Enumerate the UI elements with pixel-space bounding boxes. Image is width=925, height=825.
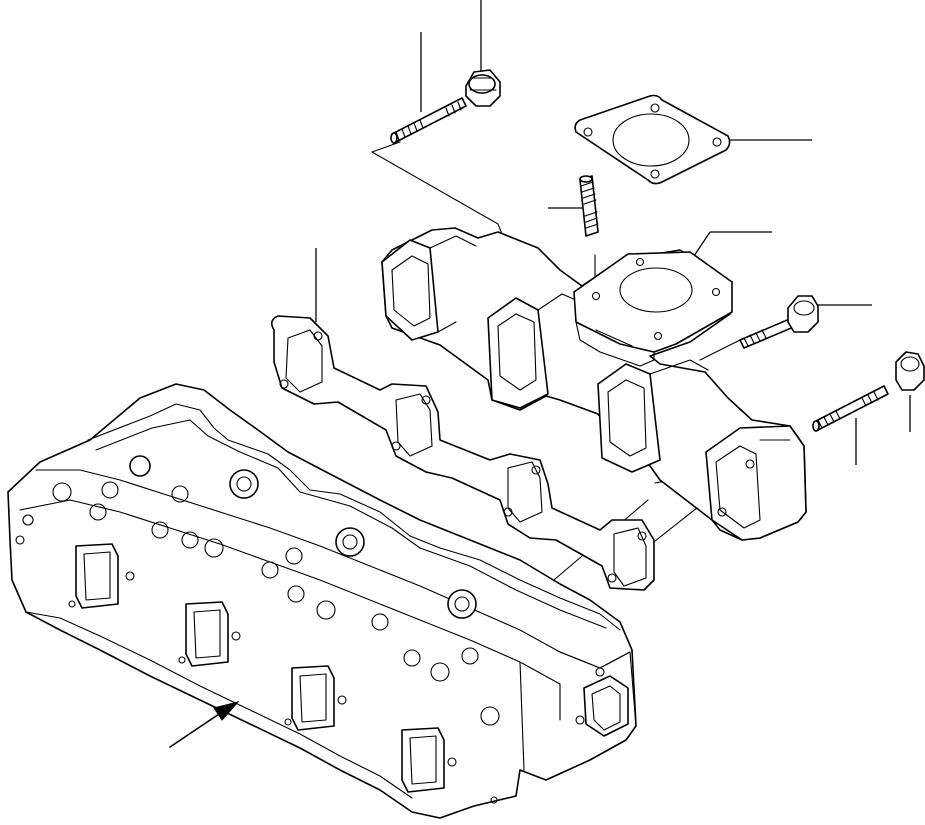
nut-top (465, 69, 501, 107)
cylinder-head (7, 383, 637, 819)
manifold-gasket (270, 315, 655, 591)
flange-bolt (739, 295, 819, 349)
stud-short (579, 175, 599, 237)
direction-arrow (169, 701, 240, 748)
nut-side (895, 351, 925, 391)
guide-line-bolt (699, 339, 741, 361)
flange-gasket (574, 94, 731, 185)
bolt-long (812, 385, 889, 432)
exhaust-manifold (381, 227, 807, 541)
stud-long (390, 97, 467, 144)
guide-line-stud (371, 141, 503, 235)
